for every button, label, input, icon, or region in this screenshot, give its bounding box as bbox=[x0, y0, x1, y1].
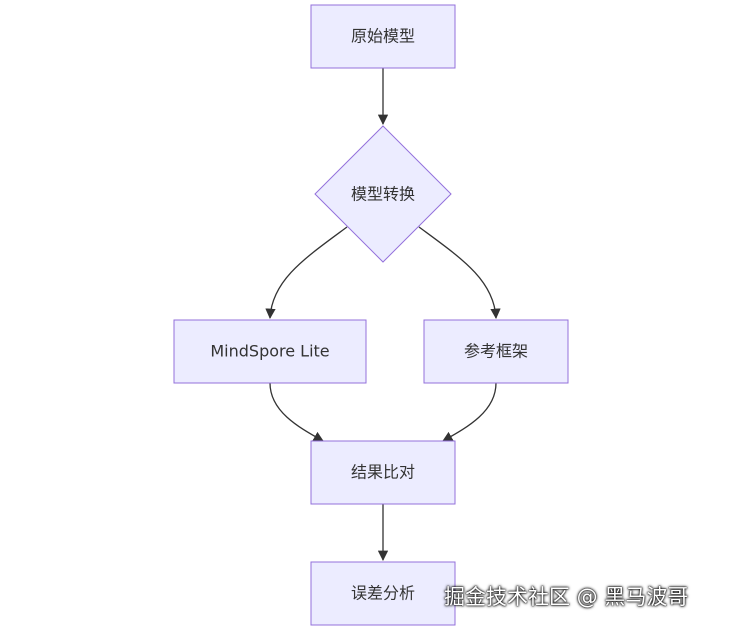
node-reference-framework[interactable]: 参考框架 bbox=[423, 319, 569, 384]
node-model-conversion[interactable]: 模型转换 bbox=[314, 125, 452, 263]
node-result-comparison-label: 结果比对 bbox=[351, 463, 415, 482]
watermark: 掘金技术社区 @ 黑马波哥 bbox=[444, 585, 689, 609]
node-result-comparison[interactable]: 结果比对 bbox=[310, 440, 456, 505]
node-reference-framework-label: 参考框架 bbox=[464, 342, 528, 361]
node-error-analysis-label: 误差分析 bbox=[351, 584, 415, 603]
edge-conversion-to-mindspore bbox=[265, 226, 348, 320]
node-model-conversion-label: 模型转换 bbox=[351, 185, 415, 204]
edge-reference-to-comparison bbox=[442, 382, 497, 442]
node-mindspore-lite-label: MindSpore Lite bbox=[210, 342, 329, 361]
edge-mindspore-to-comparison bbox=[269, 382, 324, 442]
node-original-model[interactable]: 原始模型 bbox=[310, 4, 456, 69]
node-mindspore-lite[interactable]: MindSpore Lite bbox=[173, 319, 367, 384]
node-error-analysis[interactable]: 误差分析 bbox=[310, 561, 456, 626]
node-original-model-label: 原始模型 bbox=[351, 27, 415, 46]
edges bbox=[265, 68, 501, 562]
edge-conversion-to-reference bbox=[418, 226, 501, 320]
